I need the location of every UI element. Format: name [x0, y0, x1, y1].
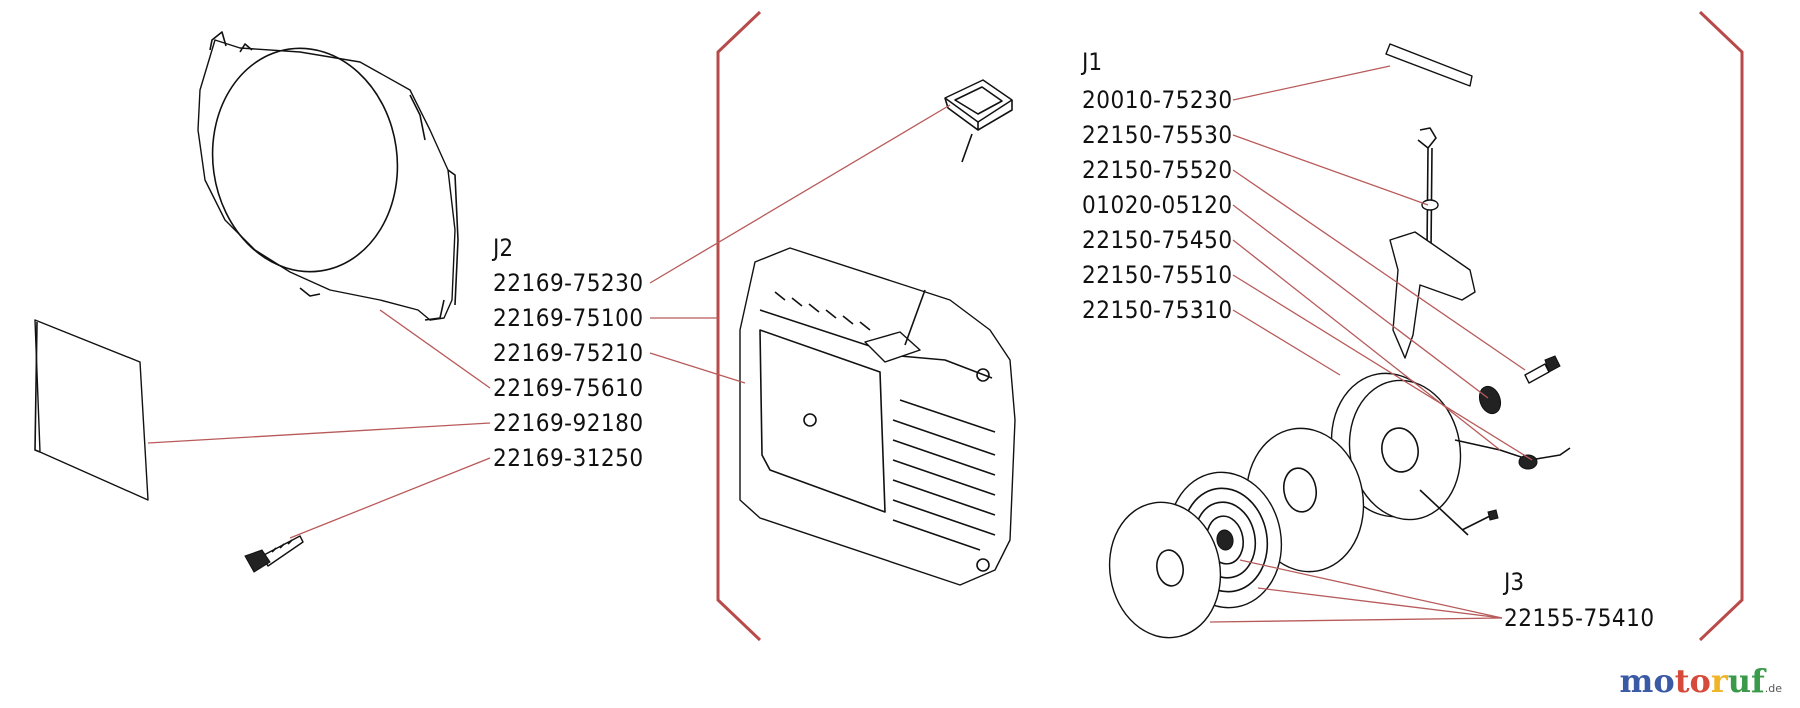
- part-number[interactable]: 22150-75310: [1082, 296, 1233, 324]
- part-number[interactable]: 22169-75610: [493, 374, 644, 402]
- part-number[interactable]: 22150-75510: [1082, 261, 1233, 289]
- fan-shroud-drawing: [197, 31, 459, 321]
- logo-tld: .de: [1764, 682, 1782, 695]
- part-number[interactable]: 22169-31250: [493, 444, 644, 472]
- bolt-drawing: [244, 535, 304, 573]
- part-number[interactable]: 22150-75520: [1082, 156, 1233, 184]
- small-cap-drawing: [944, 79, 1013, 163]
- leader-lines: [147, 65, 1533, 623]
- part-number[interactable]: 20010-75230: [1082, 86, 1233, 114]
- left-bracket: [716, 10, 762, 642]
- part-number[interactable]: 22150-75450: [1082, 226, 1233, 254]
- starter-housing-drawing: [739, 247, 1016, 586]
- part-number[interactable]: 22169-75230: [493, 269, 644, 297]
- part-number[interactable]: 01020-05120: [1082, 191, 1233, 219]
- decal-plate-drawing: [34, 319, 149, 501]
- part-number[interactable]: 22169-75100: [493, 304, 644, 332]
- label-group-j2: J2 22169-75230 22169-75100 22169-75210 2…: [491, 234, 644, 472]
- recoil-starter-drawing: [1108, 43, 1571, 639]
- group-label-j3: J3: [1502, 568, 1524, 596]
- part-number[interactable]: 22169-92180: [493, 409, 644, 437]
- part-number[interactable]: 22150-75530: [1082, 121, 1233, 149]
- label-group-j1: J1 20010-75230 22150-75530 22150-75520 0…: [1080, 48, 1233, 324]
- right-bracket: [1698, 10, 1744, 642]
- group-label-j1: J1: [1080, 48, 1102, 76]
- part-number[interactable]: 22169-75210: [493, 339, 644, 367]
- part-number[interactable]: 22155-75410: [1504, 604, 1655, 632]
- label-group-j3: J3 22155-75410: [1502, 568, 1655, 632]
- motoruf-logo[interactable]: motoruf.de: [1619, 662, 1782, 700]
- group-label-j2: J2: [491, 234, 513, 262]
